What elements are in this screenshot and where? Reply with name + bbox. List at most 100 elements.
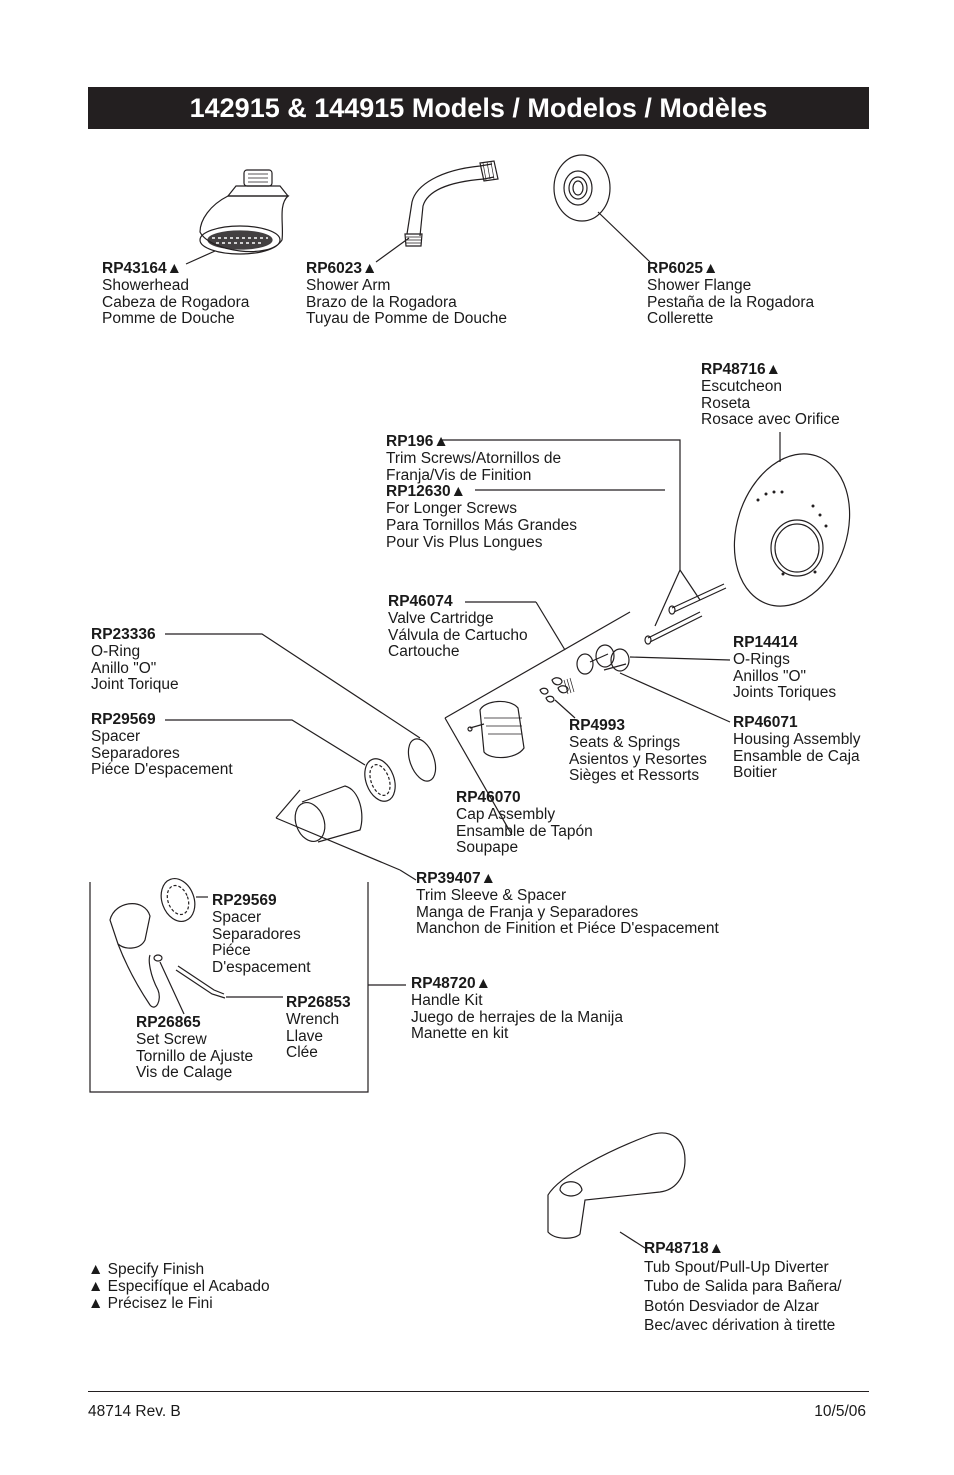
part-number: RP46074 xyxy=(388,593,453,610)
part-desc: Sièges et Ressorts xyxy=(569,767,700,785)
part-desc: Manga de Franja y Separadores xyxy=(416,903,639,921)
leader-set-screw xyxy=(159,961,185,1015)
leader-seats-springs xyxy=(554,699,576,719)
trim-sleeve-illustration xyxy=(294,785,363,843)
part-desc: Seats & Springs xyxy=(569,733,681,751)
part-desc: For Longer Screws xyxy=(386,500,517,518)
part-desc: Separadores xyxy=(212,925,301,943)
tub-spout-illustration xyxy=(547,1132,686,1239)
part-label-valve-cartridge: RP46074 Valve Cartridge Válvula de Cartu… xyxy=(388,593,528,661)
part-desc: O-Rings xyxy=(733,650,790,668)
part-number: RP6023▲ xyxy=(306,260,378,277)
part-label-showerhead: RP43164▲ Showerhead Cabeza de Rogadora P… xyxy=(102,260,250,328)
part-label-handle-kit: RP48720▲ Handle Kit Juego de herrajes de… xyxy=(411,975,623,1043)
legend-line: ▲ Especifíque el Acabado xyxy=(88,1277,270,1295)
part-desc: Housing Assembly xyxy=(733,730,861,748)
legend-line: ▲ Specify Finish xyxy=(88,1261,205,1278)
shower-flange-illustration xyxy=(553,154,611,222)
handle-kit-box xyxy=(89,882,369,1093)
part-desc: Para Tornillos Más Grandes xyxy=(386,516,577,534)
part-desc: Spacer xyxy=(91,727,141,745)
part-desc: Cartouche xyxy=(388,643,460,661)
part-desc: Separadores xyxy=(91,744,180,762)
leader-o-ring xyxy=(165,633,421,739)
finish-legend: ▲ Specify Finish ▲ Especifíque el Acabad… xyxy=(88,1261,270,1312)
footer-divider xyxy=(88,1391,869,1392)
part-number: RP43164▲ xyxy=(102,260,182,277)
part-desc: Anillos "O" xyxy=(733,667,807,685)
part-label-shower-flange: RP6025▲ Shower Flange Pestaña de la Roga… xyxy=(647,260,815,328)
part-desc: Escutcheon xyxy=(701,377,782,395)
part-desc: Cabeza de Rogadora xyxy=(102,293,250,311)
trim-sleeve-bracket xyxy=(275,817,401,871)
part-number: RP23336 xyxy=(91,626,156,643)
seats-springs-illustration xyxy=(539,677,575,703)
part-desc: Trim Screws/Atornillos de xyxy=(386,449,562,467)
part-desc: Ensamble de Tapón xyxy=(456,822,593,840)
part-desc: Juego de herrajes de la Manija xyxy=(411,1008,623,1026)
part-label-set-screw: RP26865 Set Screw Tornillo de Ajuste Vis… xyxy=(136,1014,253,1082)
part-desc: Shower Flange xyxy=(647,276,752,294)
part-desc: Collerette xyxy=(647,310,714,328)
part-number: RP4993 xyxy=(569,717,626,734)
part-number: RP26853 xyxy=(286,994,351,1011)
leader-tub-spout xyxy=(619,1231,646,1249)
page-title: 142915 & 144915 Models / Modelos / Modèl… xyxy=(88,87,869,129)
part-label-wrench: RP26853 Wrench Llave Clée xyxy=(286,994,351,1062)
part-desc: Shower Arm xyxy=(306,276,391,294)
part-desc: Válvula de Cartucho xyxy=(388,626,528,644)
leader-trim-screws xyxy=(440,439,681,570)
part-desc: Soupape xyxy=(456,839,519,857)
handle-illustration xyxy=(109,903,163,1008)
valve-group-bracket xyxy=(444,611,631,719)
part-desc: Tuyau de Pomme de Douche xyxy=(306,310,508,328)
part-desc: Valve Cartridge xyxy=(388,609,494,627)
part-desc: Pestaña de la Rogadora xyxy=(647,293,815,311)
part-number: RP46070 xyxy=(456,789,521,806)
part-desc: Joints Toriques xyxy=(733,684,837,702)
part-number: RP48716▲ xyxy=(701,361,781,378)
showerhead-illustration xyxy=(199,169,290,255)
shower-arm-illustration xyxy=(404,160,499,247)
part-label-trim-sleeve: RP39407▲ Trim Sleeve & Spacer Manga de F… xyxy=(416,870,719,938)
leader-shower-flange xyxy=(597,211,651,263)
part-label-seats-springs: RP4993 Seats & Springs Asientos y Resort… xyxy=(569,717,707,785)
leader-spacer xyxy=(165,719,366,766)
part-desc: Joint Torique xyxy=(91,676,179,694)
document-date: 10/5/06 xyxy=(814,1403,866,1420)
part-desc: Spacer xyxy=(212,908,262,926)
escutcheon-illustration xyxy=(733,453,851,607)
part-desc: Roseta xyxy=(701,394,751,412)
part-desc: Tub Spout/Pull-Up Diverter xyxy=(644,1258,829,1276)
part-number: RP14414 xyxy=(733,634,798,651)
part-desc: Piéce D'espacement xyxy=(91,761,233,779)
part-desc: Rosace avec Orifice xyxy=(701,411,840,429)
part-label-spacer: RP29569 Spacer Separadores Piéce D'espac… xyxy=(91,711,233,779)
trim-screws-illustration xyxy=(644,583,727,645)
part-number: RP29569 xyxy=(212,892,277,909)
part-desc: Wrench xyxy=(286,1010,340,1028)
part-desc: Piéce xyxy=(212,942,251,960)
part-number: RP29569 xyxy=(91,711,156,728)
part-label-tub-spout: RP48718▲ Tub Spout/Pull-Up Diverter Tubo… xyxy=(644,1240,842,1336)
leader-shower-arm xyxy=(375,237,410,263)
part-number: RP46071 xyxy=(733,714,798,731)
part-label-o-rings: RP14414 O-Rings Anillos "O" Joints Toriq… xyxy=(733,634,837,702)
part-label-escutcheon: RP48716▲ Escutcheon Roseta Rosace avec O… xyxy=(701,361,840,429)
part-number: RP196▲ xyxy=(386,433,449,450)
spacer-2-illustration xyxy=(160,878,196,922)
part-number: RP48720▲ xyxy=(411,975,491,992)
o-ring-illustration xyxy=(407,738,437,782)
leader-housing xyxy=(619,672,731,723)
cap-assembly-illustration xyxy=(467,700,525,759)
part-desc: Botón Desviador de Alzar xyxy=(644,1297,819,1315)
part-desc: Trim Sleeve & Spacer xyxy=(416,886,567,904)
part-label-housing: RP46071 Housing Assembly Ensamble de Caj… xyxy=(733,714,861,782)
document-number: 48714 Rev. B xyxy=(88,1403,181,1420)
part-desc: Ensamble de Caja xyxy=(733,747,860,765)
leader-showerhead xyxy=(185,250,216,265)
part-desc: O-Ring xyxy=(91,642,141,660)
part-desc: Handle Kit xyxy=(411,991,483,1009)
part-label-trim-screws: RP196▲ Trim Screws/Atornillos de Franja/… xyxy=(386,433,577,552)
